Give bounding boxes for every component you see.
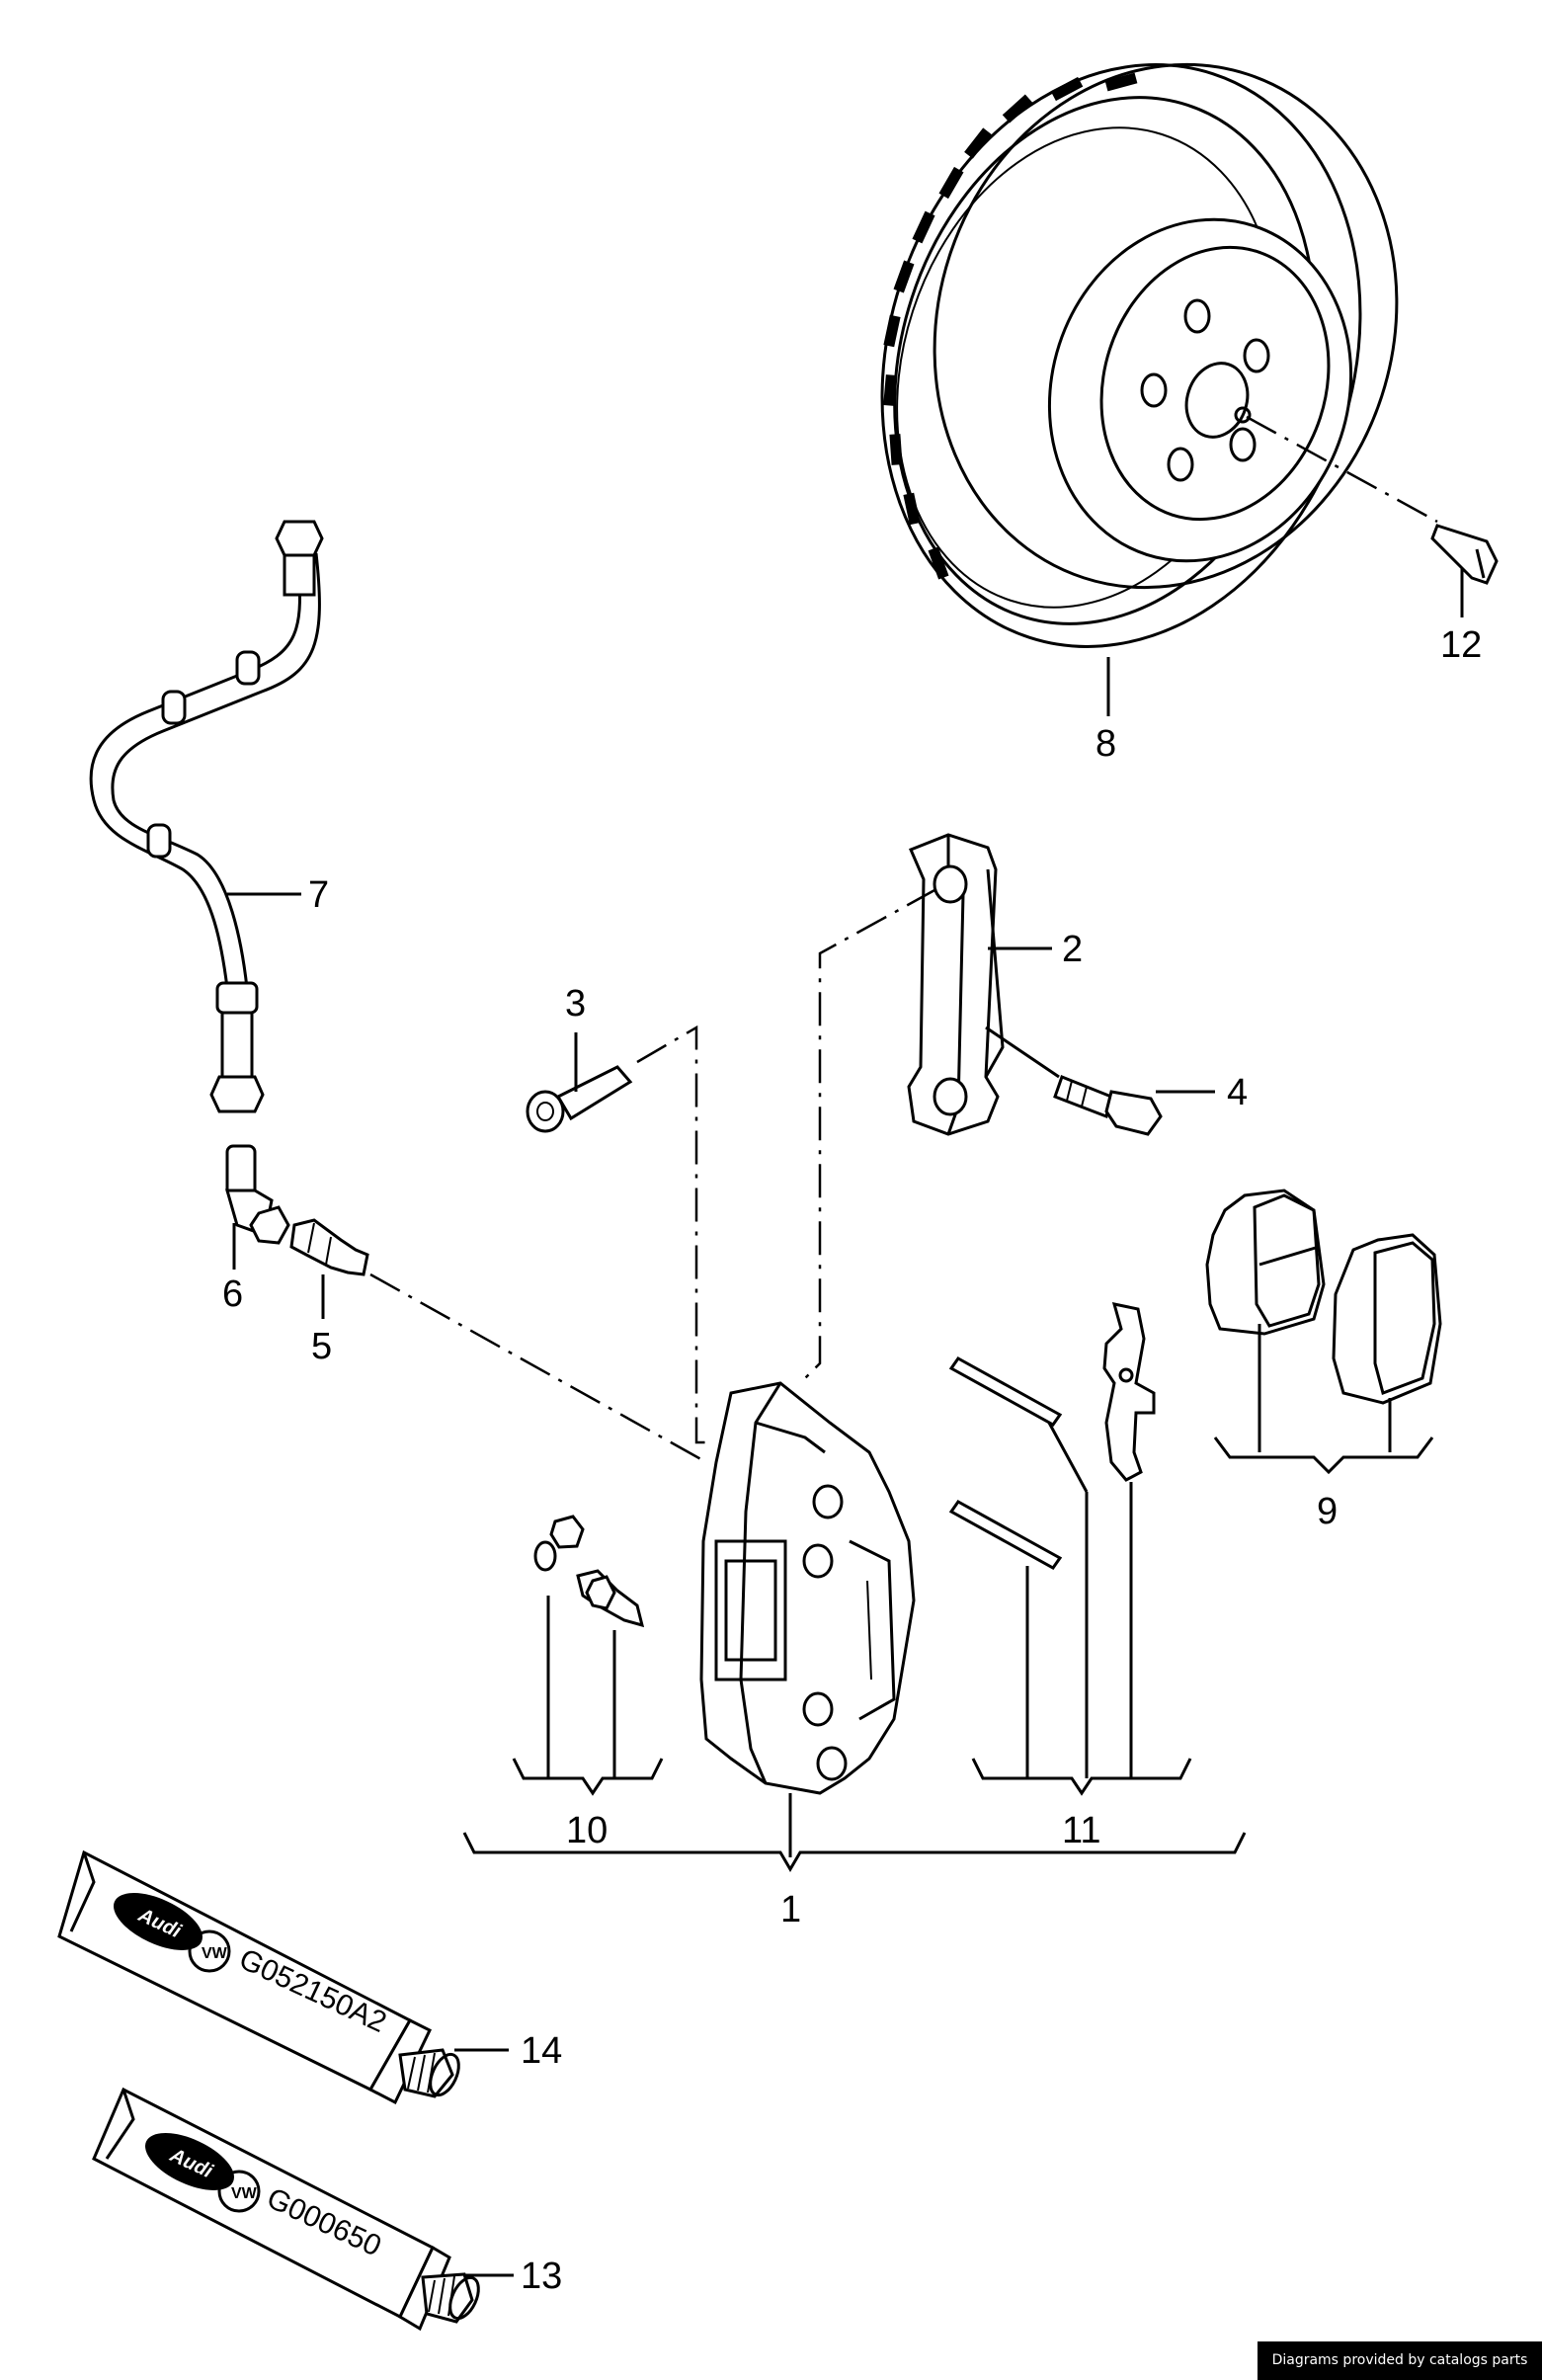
callout-2[interactable]: 2: [1062, 929, 1083, 970]
vw-logo-icon: VW: [231, 2185, 258, 2202]
caliper-bolt[interactable]: [526, 1025, 709, 1444]
callout-14[interactable]: 14: [521, 2030, 562, 2072]
callout-13[interactable]: 13: [521, 2256, 562, 2297]
callout-12[interactable]: 12: [1440, 624, 1482, 666]
brake-disc[interactable]: [809, 2, 1464, 709]
vw-logo-icon: VW: [202, 1945, 228, 1962]
guide-pins-and-spring[interactable]: [948, 1302, 1156, 1778]
lubricant-tube-lower[interactable]: Audi VW G000650: [92, 2087, 484, 2332]
elbow-connector[interactable]: [225, 1144, 290, 1245]
brake-caliper[interactable]: [699, 1381, 916, 1857]
bleeder-valve-set[interactable]: [533, 1515, 645, 1778]
adapter-fitting[interactable]: [289, 1218, 707, 1464]
diagram-credit: Diagrams provided by catalogs parts: [1258, 2341, 1542, 2380]
callout-6[interactable]: 6: [222, 1273, 243, 1315]
callout-3[interactable]: 3: [565, 983, 586, 1025]
callout-7[interactable]: 7: [308, 874, 329, 916]
caliper-bracket[interactable]: [804, 833, 1005, 1379]
lubricant-tube-upper[interactable]: Audi VW G052150A2: [57, 1849, 464, 2105]
callout-8[interactable]: 8: [1096, 723, 1116, 765]
callout-5[interactable]: 5: [311, 1326, 332, 1367]
brake-pads[interactable]: [1205, 1189, 1442, 1452]
callout-10[interactable]: 10: [566, 1810, 608, 1851]
disc-retaining-screw[interactable]: [1246, 415, 1499, 585]
callout-numbers: 8 12 7 2 3 4 6 5 9 10 11 1 14 13: [222, 624, 1482, 2297]
callout-11[interactable]: 11: [1062, 1810, 1100, 1851]
callout-4[interactable]: 4: [1227, 1072, 1248, 1113]
callout-9[interactable]: 9: [1317, 1491, 1338, 1532]
leader-lines: [227, 568, 1464, 2277]
callout-1[interactable]: 1: [780, 1889, 801, 1930]
callout-braces: [462, 1436, 1434, 1872]
brake-hose[interactable]: [89, 520, 324, 1113]
bracket-bolt[interactable]: [985, 1026, 1163, 1136]
